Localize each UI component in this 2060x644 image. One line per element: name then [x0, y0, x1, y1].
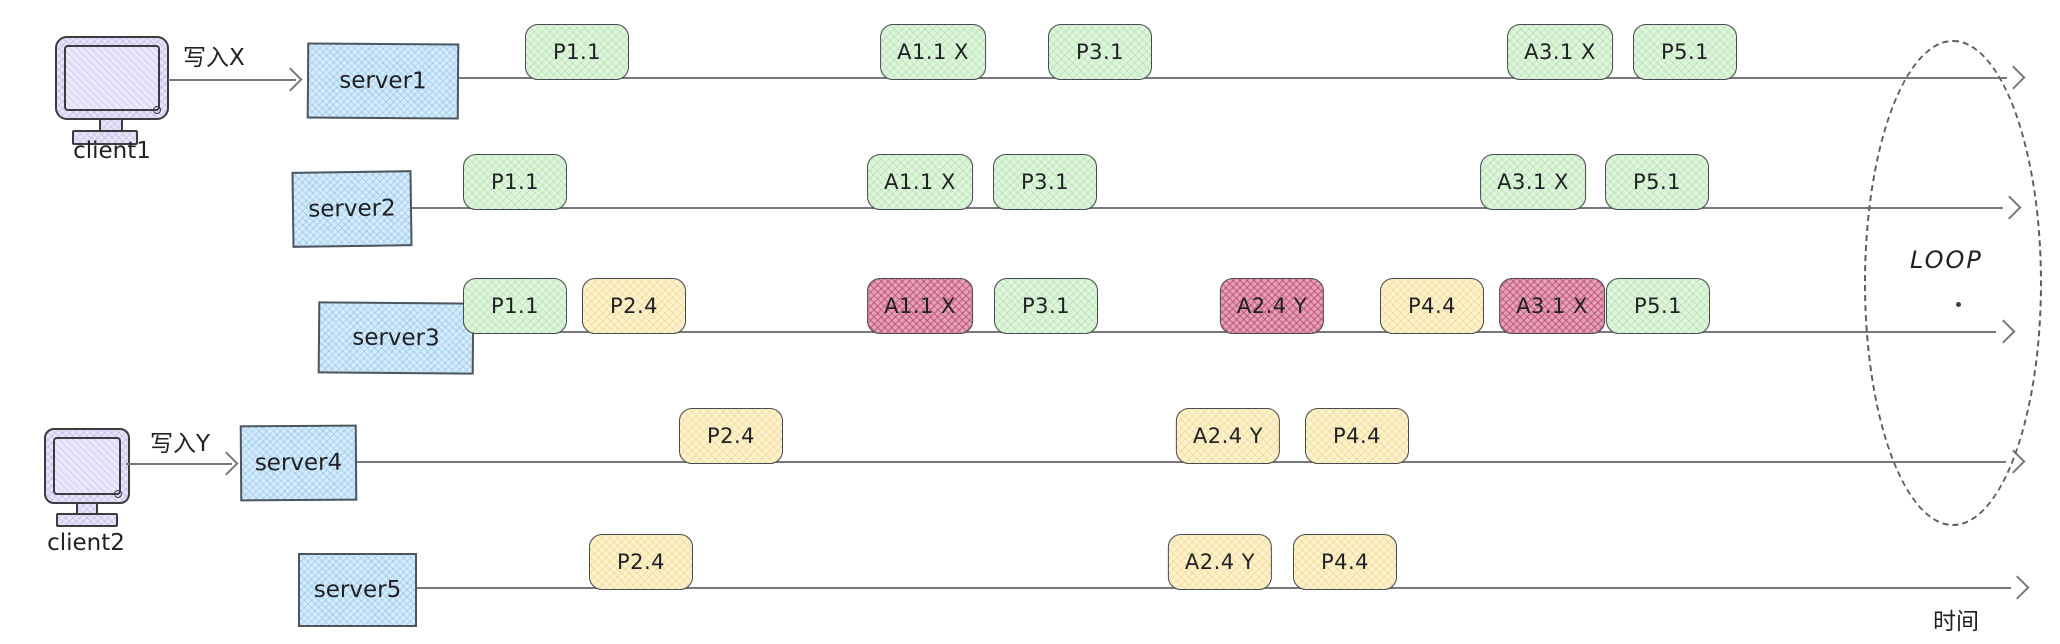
client2-power-dot: [114, 490, 122, 498]
event-server2-p1-1: P1.1: [463, 154, 567, 210]
client1-write-arrow: [168, 79, 296, 81]
client2-write-arrowhead-icon: [214, 451, 239, 476]
client1-computer-icon: [55, 36, 169, 120]
client2-monitor-screen: [53, 437, 121, 495]
event-server5-p2-4: P2.4: [589, 534, 693, 590]
server3-label: server3: [352, 324, 440, 352]
loop-label: LOOP: [1910, 246, 1983, 274]
event-server5-p4-4: P4.4: [1293, 534, 1397, 590]
event-server2-a1-1-x: A1.1 X: [867, 154, 973, 210]
server2-label: server2: [308, 195, 396, 223]
server1-label: server1: [339, 67, 427, 95]
write-x-label: 写入X: [183, 45, 245, 71]
event-server3-a3-1-x-rejected: A3.1 X: [1499, 278, 1605, 334]
server5-timeline-arrowhead-icon: [2005, 575, 2030, 600]
event-server3-p5-1: P5.1: [1606, 278, 1710, 334]
server1-timeline: [455, 77, 2007, 79]
write-y-label: 写入Y: [150, 431, 211, 457]
server3-box: server3: [317, 301, 475, 375]
event-server5-a2-4-y: A2.4 Y: [1167, 534, 1273, 590]
event-server2-p5-1: P5.1: [1605, 154, 1709, 210]
client1-label: client1: [73, 138, 151, 164]
client1-monitor-base: [72, 130, 138, 145]
event-server3-p4-4: P4.4: [1380, 278, 1484, 334]
server5-box: server5: [298, 553, 417, 627]
client2-monitor-base: [56, 513, 118, 527]
event-server1-p1-1: P1.1: [525, 24, 629, 80]
client2-label: client2: [47, 530, 125, 556]
client2-computer-icon: [44, 428, 130, 504]
server2-timeline: [408, 207, 2003, 209]
event-server3-a2-4-y-rejected: A2.4 Y: [1219, 278, 1325, 334]
server4-box: server4: [239, 424, 358, 502]
server2-box: server2: [291, 170, 413, 248]
event-server1-a3-1-x: A3.1 X: [1507, 24, 1613, 80]
client1-write-arrowhead-icon: [278, 67, 303, 92]
server5-label: server5: [313, 577, 402, 603]
server4-timeline: [353, 461, 2006, 463]
event-server4-p4-4: P4.4: [1305, 408, 1409, 464]
client2-write-arrow: [126, 463, 232, 465]
loop-dot: [1956, 302, 1961, 307]
loop-ellipse: [1864, 40, 2042, 526]
event-server1-a1-1-x: A1.1 X: [880, 24, 986, 80]
event-server3-a1-1-x-rejected: A1.1 X: [867, 278, 973, 334]
event-server1-p5-1: P5.1: [1633, 24, 1737, 80]
event-server4-p2-4: P2.4: [679, 408, 783, 464]
event-server3-p2-4: P2.4: [582, 278, 686, 334]
event-server3-p3-1: P3.1: [994, 278, 1098, 334]
event-server3-p1-1: P1.1: [463, 278, 567, 334]
server1-box: server1: [306, 42, 460, 120]
client1-monitor-screen: [64, 45, 160, 111]
server4-label: server4: [254, 449, 343, 477]
event-server4-a2-4-y: A2.4 Y: [1175, 408, 1281, 464]
event-server1-p3-1: P3.1: [1048, 24, 1152, 80]
time-axis-label: 时间: [1933, 609, 1979, 635]
event-server2-p3-1: P3.1: [993, 154, 1097, 210]
client1-power-dot: [153, 106, 161, 114]
event-server2-a3-1-x: A3.1 X: [1480, 154, 1586, 210]
